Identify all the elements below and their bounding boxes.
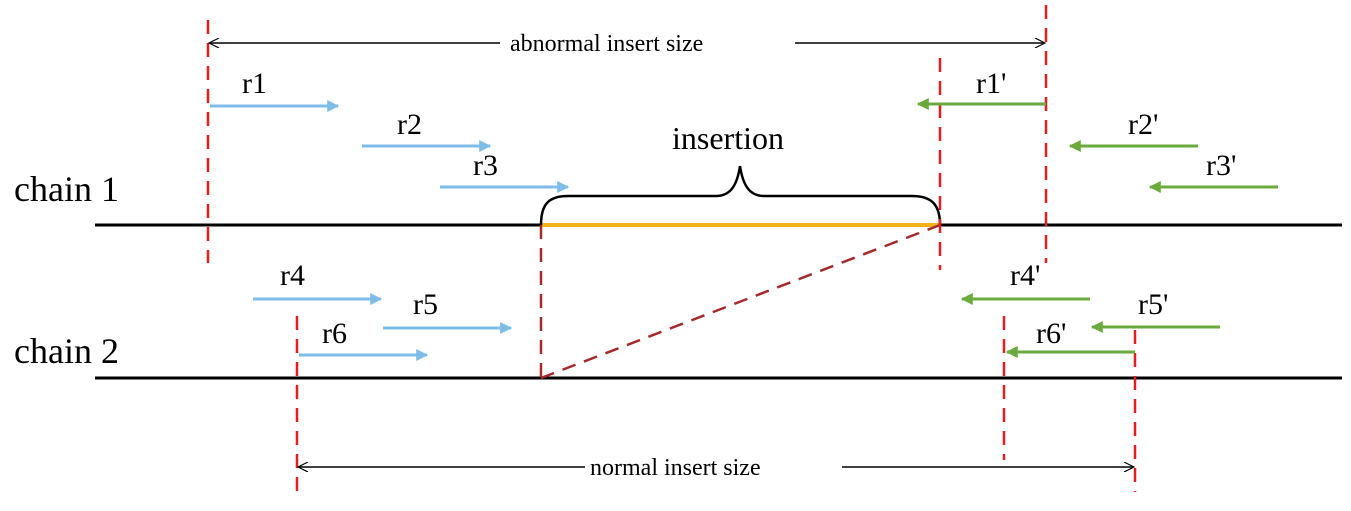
read-label-r6: r6 — [322, 317, 347, 350]
abnormal-insert-size-label: abnormal insert size — [510, 31, 703, 57]
chain-1-label: chain 1 — [14, 169, 119, 209]
read-label-r1-prime: r1' — [976, 67, 1006, 100]
read-label-r4: r4 — [280, 259, 305, 292]
read-label-r4-prime: r4' — [1010, 259, 1040, 292]
normal-insert-size-label: normal insert size — [590, 455, 761, 481]
chain-2-label: chain 2 — [14, 331, 119, 371]
read-label-r5: r5 — [413, 288, 438, 321]
insertion-brace — [539, 165, 942, 226]
read-label-r2-prime: r2' — [1128, 108, 1158, 141]
read-label-r3-prime: r3' — [1206, 149, 1236, 182]
insertion-label: insertion — [672, 120, 784, 156]
read-label-r5-prime: r5' — [1138, 288, 1168, 321]
read-label-r1: r1 — [242, 67, 267, 100]
read-label-r6-prime: r6' — [1036, 317, 1066, 350]
read-label-r3: r3 — [473, 149, 498, 182]
connector-diagonal — [540, 223, 941, 380]
read-label-r2: r2 — [397, 108, 422, 141]
